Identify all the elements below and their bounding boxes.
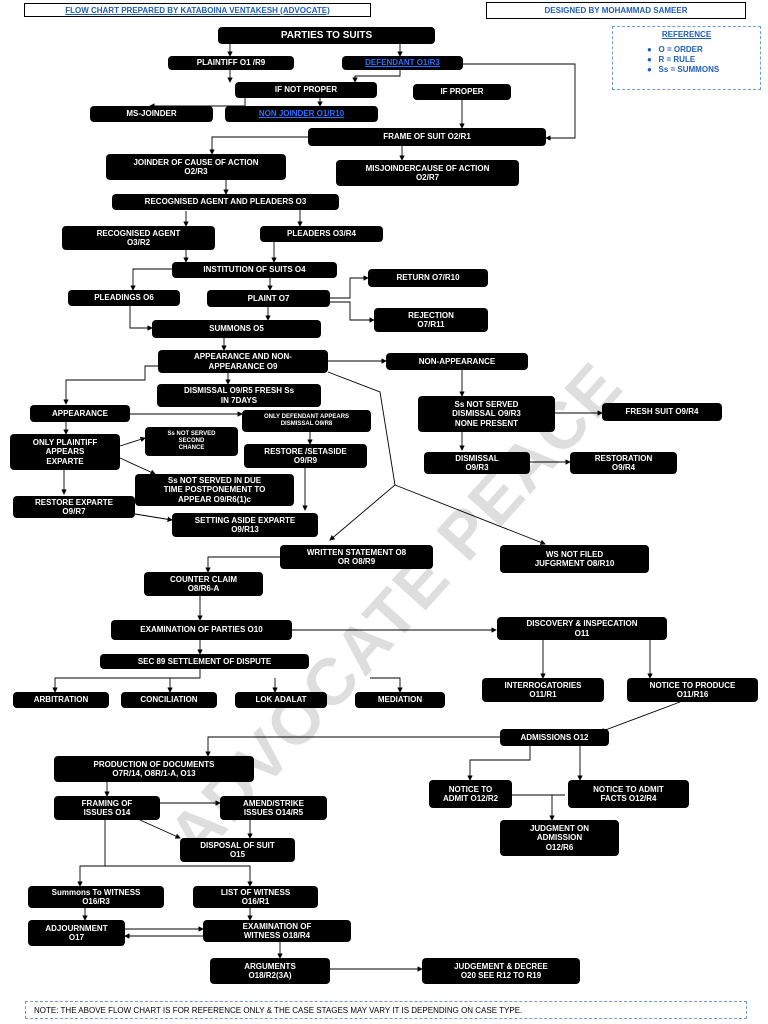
restoration-box: RESTORATION O9/R4 xyxy=(570,452,677,474)
if-not-proper-box: IF NOT PROPER xyxy=(235,82,377,98)
pleadings-box: PLEADINGS O6 xyxy=(68,290,180,306)
agents-pleaders-box: RECOGNISED AGENT AND PLEADERS O3 xyxy=(112,194,339,210)
ss-not-served-box: Ss NOT SERVED DISMISSAL O9/R3 NONE PRESE… xyxy=(418,396,555,432)
disposal-of-suit-box: DISPOSAL OF SUIT O15 xyxy=(180,838,295,862)
frame-of-suit-box: FRAME OF SUIT O2/R1 xyxy=(308,128,546,146)
ws-not-filed-box: WS NOT FILED JUFGRMENT O8/R10 xyxy=(500,545,649,573)
adjournment-box: ADJOURNMENT O17 xyxy=(28,920,125,946)
restore-setaside-box: RESTORE /SETASIDE O9/R9 xyxy=(244,444,367,468)
reference-legend: REFERENCE ● O = ORDER ● R = RULE ● Ss = … xyxy=(612,26,761,90)
pleaders-box: PLEADERS O3/R4 xyxy=(260,226,383,242)
fresh-suit-box: FRESH SUIT O9/R4 xyxy=(602,403,722,421)
if-proper-box: IF PROPER xyxy=(413,84,511,100)
institution-box: INSTITUTION OF SUITS O4 xyxy=(172,262,337,278)
interrogatories-box: INTERROGATORIES O11/R1 xyxy=(482,678,604,702)
recognised-agent-box: RECOGNISED AGENT O3/R2 xyxy=(62,226,215,250)
reference-title: REFERENCE xyxy=(661,30,712,39)
counter-claim-box: COUNTER CLAIM O8/R6-A xyxy=(144,572,263,596)
lok-adalat-box: LOK ADALAT xyxy=(235,692,327,708)
sec89-settlement-box: SEC 89 SETTLEMENT OF DISPUTE xyxy=(100,654,309,669)
non-appearance-box: NON-APPEARANCE xyxy=(386,353,528,370)
misjoinder-cause-box: MISJOINDERCAUSE OF ACTION O2/R7 xyxy=(336,160,519,186)
summons-witness-box: Summons To WITNESS O16/R3 xyxy=(28,886,164,908)
reference-item: ● Ss = SUMMONS xyxy=(647,65,720,74)
production-documents-box: PRODUCTION OF DOCUMENTS O7R/14, O8R/1-A,… xyxy=(54,756,254,782)
misjoinder-box: MS-JOINDER xyxy=(90,106,213,122)
restore-exparte-box: RESTORE EXPARTE O9/R7 xyxy=(13,496,135,518)
notice-to-admit-box: NOTICE TO ADMIT O12/R2 xyxy=(429,780,512,808)
appearance-box: APPEARANCE xyxy=(30,405,130,422)
examination-parties-box: EXAMINATION OF PARTIES O10 xyxy=(111,620,292,640)
dismissal-fresh-box: DISMISSAL O9/R5 FRESH Ss IN 7DAYS xyxy=(157,384,321,407)
designed-by-header: DESIGNED BY MOHAMMAD SAMEER xyxy=(486,2,746,19)
setting-aside-exparte-box: SETTING ASIDE EXPARTE O9/R13 xyxy=(172,513,318,537)
only-plaintiff-box: ONLY PLAINTIFF APPEARS EXPARTE xyxy=(10,434,120,470)
ss-due-time-box: Ss NOT SERVED IN DUE TIME POSTPONEMENT T… xyxy=(135,474,294,506)
framing-issues-box: FRAMING OF ISSUES O14 xyxy=(54,796,160,820)
rejection-box: REJECTION O7/R11 xyxy=(374,308,488,332)
joinder-cause-box: JOINDER OF CAUSE OF ACTION O2/R3 xyxy=(106,154,286,180)
notice-to-produce-box: NOTICE TO PRODUCE O11/R16 xyxy=(627,678,758,702)
arbitration-box: ARBITRATION xyxy=(13,692,109,708)
reference-item: ● R = RULE xyxy=(647,55,696,64)
appearance-non-appearance-box: APPEARANCE AND NON- APPEARANCE O9 xyxy=(158,350,328,373)
discovery-inspection-box: DISCOVERY & INSPECATION O11 xyxy=(497,617,667,640)
judgement-decree-box: JUDGEMENT & DECREE O20 SEE R12 TO R19 xyxy=(422,958,580,984)
conciliation-box: CONCILIATION xyxy=(121,692,217,708)
prepared-by-header: FLOW CHART PREPARED BY KATABOINA VENTAKE… xyxy=(24,3,371,17)
disclaimer-note: NOTE: THE ABOVE FLOW CHART IS FOR REFERE… xyxy=(25,1001,747,1019)
ss-second-chance-box: Ss NOT SERVED SECOND CHANCE xyxy=(145,427,238,456)
non-joinder-link[interactable]: NON JOINDER O1/R10 xyxy=(225,106,378,122)
plaint-box: PLAINT O7 xyxy=(207,290,330,307)
parties-to-suits-box: PARTIES TO SUITS xyxy=(218,27,435,44)
amend-strike-box: AMEND/STRIKE ISSUES O14/R5 xyxy=(220,796,327,820)
written-statement-box: WRITTEN STATEMENT O8 OR O8/R9 xyxy=(280,545,433,569)
arguments-box: ARGUMENTS O18/R2(3A) xyxy=(210,958,330,984)
reference-item: ● O = ORDER xyxy=(647,45,703,54)
judgment-on-admission-box: JUDGMENT ON ADMISSION O12/R6 xyxy=(500,820,619,856)
defendant-link[interactable]: DEFENDANT O1/R3 xyxy=(342,56,463,70)
notice-admit-facts-box: NOTICE TO ADMIT FACTS O12/R4 xyxy=(568,780,689,808)
examination-witness-box: EXAMINATION OF WITNESS O18/R4 xyxy=(203,920,351,942)
only-defendant-box: ONLY DEFENDANT APPEARS DISMISSAL O9/R8 xyxy=(242,410,371,432)
return-box: RETURN O7/R10 xyxy=(368,269,488,287)
admissions-box: ADMISSIONS O12 xyxy=(500,729,609,746)
mediation-box: MEDIATION xyxy=(355,692,445,708)
summons-box: SUMMONS O5 xyxy=(152,320,321,338)
list-of-witness-box: LIST OF WITNESS O16/R1 xyxy=(193,886,318,908)
dismissal-o9r3-box: DISMISSAL O9/R3 xyxy=(424,452,530,474)
plaintiff-box: PLAINTIFF O1 /R9 xyxy=(168,56,294,70)
